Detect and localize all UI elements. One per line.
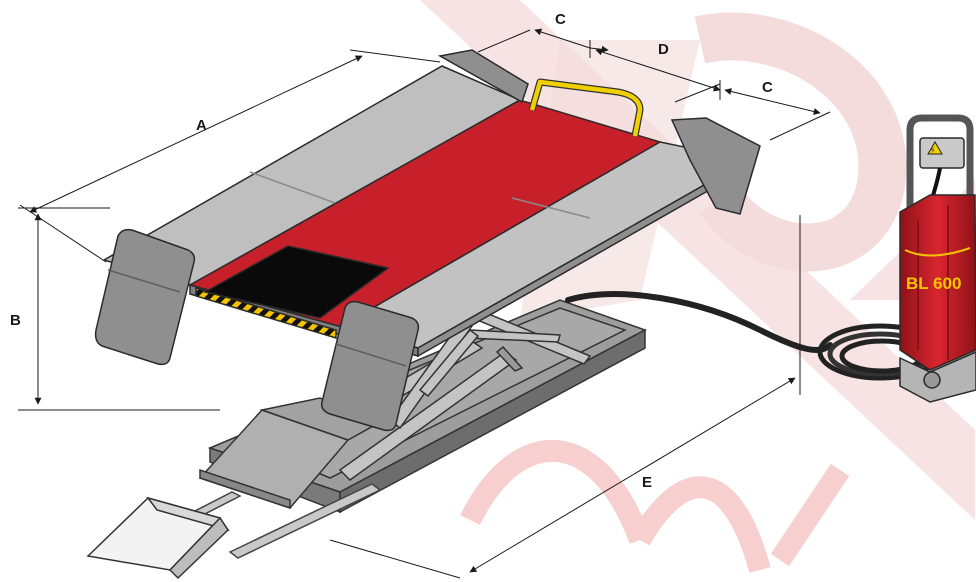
dimension-c-right-label: C: [762, 79, 773, 96]
wheel-chock-rear-left: [437, 49, 529, 104]
warning-symbol: ⚡: [930, 146, 936, 155]
dimension-lines: [18, 28, 831, 579]
dimension-b-label: B: [10, 312, 21, 329]
lift-platform: [102, 65, 751, 358]
hazard-stripe: [195, 286, 337, 340]
removable-plate: [202, 245, 390, 319]
wheel-chock-front-right: [320, 300, 420, 432]
ramp-front: [86, 496, 230, 580]
dimension-c-left-label: C: [555, 11, 566, 28]
dimension-e-label: E: [642, 474, 652, 491]
dimension-labels: A B C D C E: [10, 11, 773, 491]
wheel-chock-rear-right: [670, 117, 761, 215]
electric-warning-icon: [927, 141, 943, 155]
hydraulic-pump-unit: ⚡ BL 600: [899, 114, 976, 403]
pump-model-label: BL 600: [906, 274, 961, 293]
ramp-rear: [198, 397, 377, 510]
wheel-chock-front-left: [94, 228, 196, 366]
dimension-d-label: D: [658, 41, 669, 58]
dimension-a-label: A: [196, 117, 207, 134]
yellow-handle[interactable]: [528, 78, 644, 137]
